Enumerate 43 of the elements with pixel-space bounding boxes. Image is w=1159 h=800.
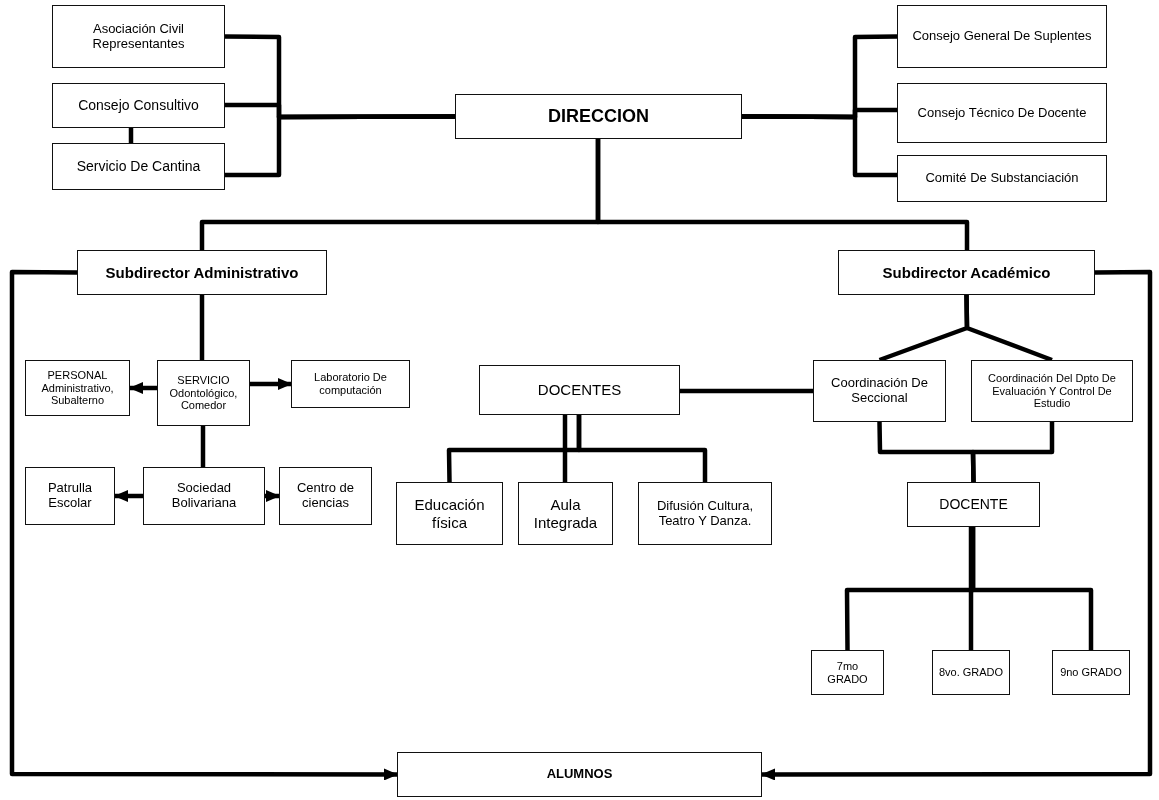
connector-line xyxy=(970,527,1094,650)
org-unit-box: Consejo Consultivo xyxy=(52,83,225,128)
arrow xyxy=(129,382,157,394)
connector-line xyxy=(970,422,1055,483)
connector-line xyxy=(225,114,455,178)
director-box: DIRECCION xyxy=(455,94,742,139)
students-box: ALUMNOS xyxy=(397,752,762,797)
org-unit-box: Consejo General De Suplentes xyxy=(897,5,1107,68)
connector-line xyxy=(742,114,897,178)
arrow xyxy=(114,490,143,502)
connector-line xyxy=(200,426,206,467)
org-unit-box: DOCENTE xyxy=(907,482,1040,527)
arrow xyxy=(9,269,398,781)
org-unit-box: Comité De Substanciación xyxy=(897,155,1107,202)
org-unit-box: DOCENTES xyxy=(479,365,680,415)
org-unit-box: Aula Integrada xyxy=(518,482,613,545)
org-unit-box: Educación física xyxy=(396,482,503,545)
org-unit-box: Asociación Civil Representantes xyxy=(52,5,225,68)
connector-line xyxy=(680,388,813,394)
connector-line xyxy=(576,415,708,482)
org-unit-box: 7mo GRADO xyxy=(811,650,884,695)
org-unit-box: Coordinación Del Dpto De Evaluación Y Control De Estudio xyxy=(971,360,1133,422)
org-unit-box: SERVICIO Odontológico, Comedor xyxy=(157,360,250,426)
org-unit-box: Consejo Técnico De Docente xyxy=(897,83,1107,143)
arrow xyxy=(761,269,1153,781)
org-unit-box: Patrulla Escolar xyxy=(25,467,115,525)
subdirector-box: Subdirector Administrativo xyxy=(77,250,327,295)
subdirector-box: Subdirector Académico xyxy=(838,250,1095,295)
connector-line xyxy=(968,527,974,650)
org-unit-box: Centro de ciencias xyxy=(279,467,372,525)
arrow xyxy=(250,378,292,390)
connector-line xyxy=(562,415,568,482)
connector-line xyxy=(199,295,205,360)
connector-line xyxy=(595,139,970,250)
org-unit-box: 8vo. GRADO xyxy=(932,650,1010,695)
org-unit-box: Coordinación De Seccional xyxy=(813,360,946,422)
org-unit-box: PERSONAL Administrativo, Subalterno xyxy=(25,360,130,416)
org-unit-box: Difusión Cultura, Teatro Y Danza. xyxy=(638,482,772,545)
org-unit-box: Servicio De Cantina xyxy=(52,143,225,190)
arrow xyxy=(265,490,280,502)
org-unit-box: Laboratorio De computación xyxy=(291,360,410,408)
org-unit-box: 9no GRADO xyxy=(1052,650,1130,695)
org-unit-box: Sociedad Bolivariana xyxy=(143,467,265,525)
